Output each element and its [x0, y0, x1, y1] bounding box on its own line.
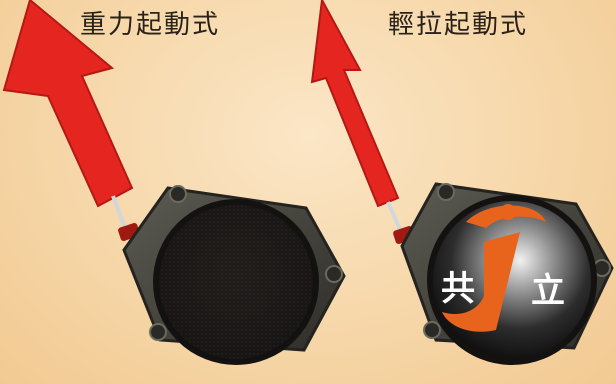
- right-screw-icon: [437, 183, 455, 201]
- logo-dot-icon: [500, 204, 516, 220]
- logo-char-left: 共: [441, 269, 475, 309]
- right-pull-cord: [386, 201, 404, 235]
- logo-body-icon: [442, 232, 520, 332]
- right-red-arrow: [310, 0, 400, 208]
- left-red-arrow: [2, 0, 134, 208]
- gravity-start-label: 重力起動式: [80, 10, 221, 40]
- left-screw-icon: [149, 323, 167, 341]
- left-unit: [2, 0, 346, 365]
- left-screw-icon: [169, 185, 187, 203]
- company-logo: 共 立: [441, 204, 565, 332]
- left-pull-cord: [111, 195, 127, 229]
- right-unit: 共 立: [310, 0, 614, 365]
- left-screw-icon: [325, 265, 343, 283]
- light-pull-start-label: 輕拉起動式: [388, 10, 529, 40]
- logo-char-right: 立: [531, 271, 565, 311]
- right-screw-icon: [423, 321, 441, 339]
